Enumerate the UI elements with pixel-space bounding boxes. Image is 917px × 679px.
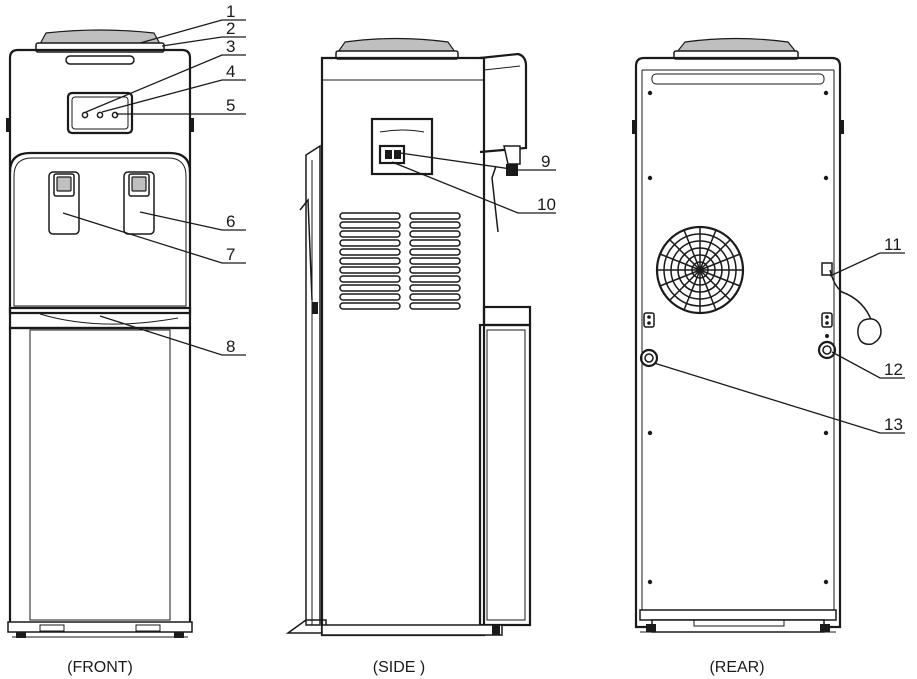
caption-front: (FRONT)	[67, 659, 133, 676]
side-view	[285, 37, 532, 637]
callout-1: 1	[226, 2, 235, 21]
fan-grille	[655, 225, 745, 315]
callout-2: 2	[226, 19, 235, 38]
front-view	[6, 29, 194, 638]
callout-numbers: 1 2 3 4 5 6 7 8 9 10 11 12 13	[226, 2, 903, 434]
callout-6: 6	[226, 212, 235, 231]
caption-rear: (REAR)	[709, 659, 764, 676]
rear-view	[632, 37, 882, 633]
callout-10: 10	[537, 195, 556, 214]
callout-5: 5	[226, 96, 235, 115]
callout-8: 8	[226, 337, 235, 356]
callout-13: 13	[884, 415, 903, 434]
callout-12: 12	[884, 360, 903, 379]
caption-side: (SIDE )	[373, 659, 425, 676]
callout-9: 9	[541, 152, 550, 171]
callout-7: 7	[226, 245, 235, 264]
side-vent-louvres	[339, 212, 461, 310]
callout-4: 4	[226, 62, 235, 81]
callout-11: 11	[884, 235, 902, 254]
leader-lines	[62, 19, 905, 434]
callout-3: 3	[226, 37, 235, 56]
